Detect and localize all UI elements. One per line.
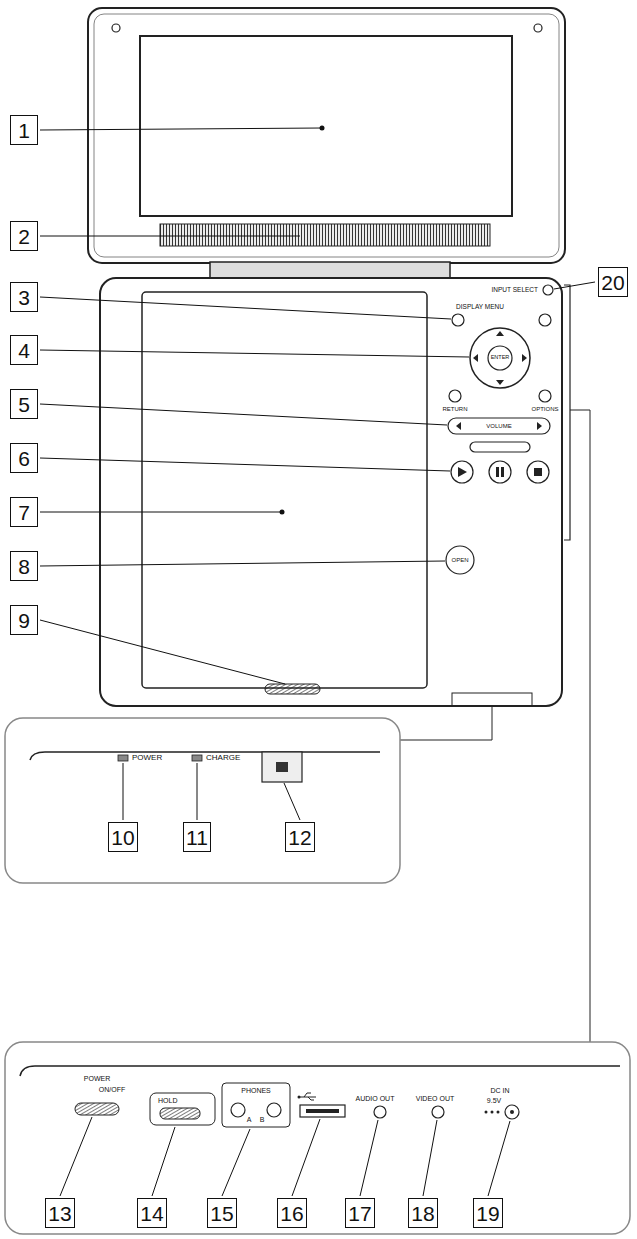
callout-text: 12 (288, 827, 311, 848)
callout-number: 4 (10, 335, 38, 365)
callout-text: 2 (18, 226, 30, 247)
callout-text: 5 (18, 394, 30, 415)
part-label: ENTER (491, 355, 510, 361)
callout-text: 14 (140, 1203, 163, 1224)
callout-number: 16 (277, 1198, 307, 1228)
callout-number: 7 (10, 497, 38, 527)
callout-number: 19 (473, 1198, 503, 1228)
part-label: POWER (132, 754, 162, 762)
side-detail (5, 1042, 630, 1234)
part-label: INPUT SELECT (492, 287, 538, 294)
callout-number: 6 (10, 443, 38, 473)
part-label: VIDEO OUT (416, 1095, 455, 1102)
part-label: HOLD (158, 1097, 177, 1104)
callout-number: 8 (10, 551, 38, 581)
part-label: DISPLAY MENU (456, 304, 504, 311)
callout-number: 13 (45, 1198, 75, 1228)
front-detail (5, 718, 400, 883)
part-label: CHARGE (206, 754, 240, 762)
callout-number: 15 (207, 1198, 237, 1228)
callout-number: 5 (10, 389, 38, 419)
callout-number: 12 (285, 822, 315, 852)
part-label: 9.5V (487, 1097, 501, 1104)
callout-text: 6 (18, 448, 30, 469)
callout-text: 16 (280, 1203, 303, 1224)
callout-number: 1 (10, 115, 38, 145)
part-label: RETURN (443, 406, 468, 412)
part-label: AUDIO OUT (356, 1095, 395, 1102)
callout-number: 18 (408, 1198, 438, 1228)
callout-text: 20 (601, 272, 624, 293)
callout-text: 13 (48, 1203, 71, 1224)
callout-text: 4 (18, 340, 30, 361)
callout-text: 17 (348, 1203, 371, 1224)
leader-lines (40, 126, 595, 1197)
part-label: VOLUME (486, 423, 511, 429)
callout-text: 7 (18, 502, 30, 523)
callout-number: 10 (108, 822, 138, 852)
part-label: POWER (84, 1075, 110, 1082)
callout-number: 3 (10, 282, 38, 312)
callout-text: 8 (18, 556, 30, 577)
lid (88, 8, 565, 263)
callout-text: 1 (18, 120, 30, 141)
part-label: B (260, 1116, 265, 1123)
callout-number: 2 (10, 221, 38, 251)
part-label: OPEN (451, 557, 468, 563)
part-label: OPTIONS (531, 406, 558, 412)
base (100, 278, 590, 1042)
part-label: DC IN (490, 1087, 509, 1094)
part-label: ON/OFF (99, 1086, 125, 1093)
callout-number: 14 (137, 1198, 167, 1228)
part-label: A (247, 1116, 252, 1123)
callout-text: 10 (111, 827, 134, 848)
callout-text: 11 (186, 827, 208, 848)
part-label: PHONES (241, 1087, 271, 1094)
callout-number: 20 (598, 267, 628, 297)
callout-text: 19 (476, 1203, 499, 1224)
callout-text: 15 (210, 1203, 233, 1224)
callout-text: 9 (18, 610, 30, 631)
callout-number: 9 (10, 605, 38, 635)
callout-number: 17 (345, 1198, 375, 1228)
callout-text: 3 (18, 287, 30, 308)
callout-text: 18 (411, 1203, 434, 1224)
callout-number: 11 (183, 822, 211, 852)
